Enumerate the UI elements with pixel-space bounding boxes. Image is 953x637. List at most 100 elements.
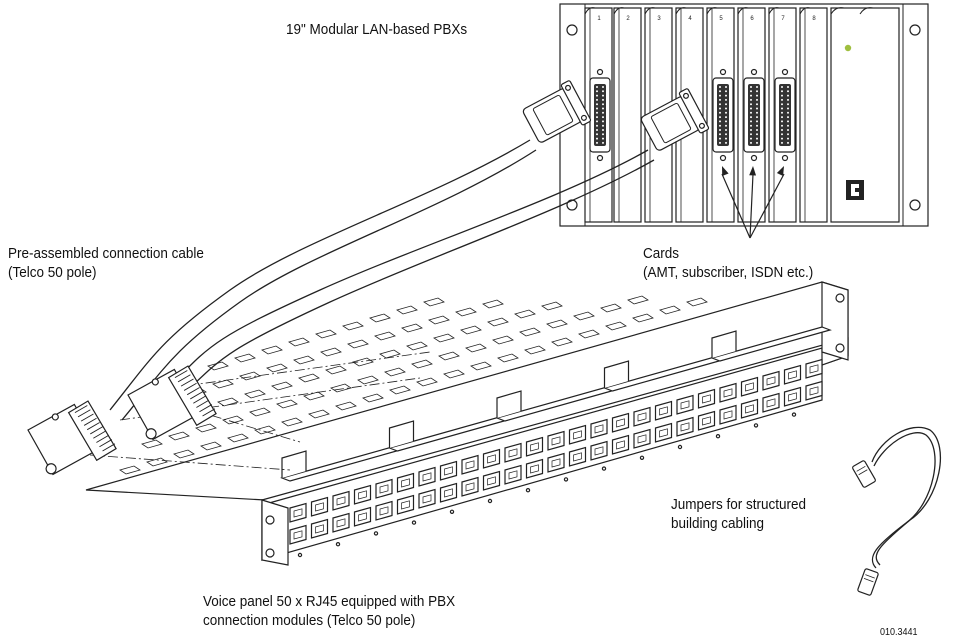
panel-screw [678,445,681,448]
tray-hole [235,354,255,362]
connector-pin [756,108,758,110]
connector-pin [725,90,727,92]
connector-pin [750,125,752,127]
connector-pin [756,125,758,127]
connector-pin [725,142,727,144]
cards-label: Cards (AMT, subscriber, ISDN etc.) [643,244,813,282]
tray-hole [412,360,432,368]
connector-pin [781,116,783,118]
tray-hole [424,298,444,306]
jumper-plug-bottom [857,568,878,595]
tray-hole [542,302,562,310]
connector-pin [756,133,758,135]
cable-label: Pre-assembled connection cable (Telco 50… [8,244,204,282]
cards-label-line2: (AMT, subscriber, ISDN etc.) [643,263,813,282]
tray-hole [520,328,540,336]
connector-pin [787,90,789,92]
connector-pin [756,116,758,118]
connector-pin [781,95,783,97]
card-slot [800,8,827,222]
tray-hole [444,370,464,378]
pbx-chassis [560,4,928,226]
connector-pin [596,108,598,110]
panel-screw [754,424,757,427]
connector-body [779,84,791,146]
connector-screw [721,156,726,161]
connector-pin [781,90,783,92]
connector-pin [750,142,752,144]
figure-id-text: 010.3441 [880,627,918,637]
connector-pin [602,120,604,122]
connector-pin [781,99,783,101]
tray-hole [606,322,626,330]
connector-pin [596,99,598,101]
connector-pin [787,125,789,127]
connector-pin [602,90,604,92]
cable-label-line2: (Telco 50 pole) [8,263,204,282]
tray-hole [309,410,329,418]
connector-pin [725,112,727,114]
connector-pin [750,86,752,88]
panel-screw [450,510,453,513]
connector-pin [725,116,727,118]
connector-pin [750,129,752,131]
ear-hole [266,549,274,557]
connector-pin [719,108,721,110]
tray-hole [488,318,508,326]
connector-pin [756,99,758,101]
connector-pin [719,129,721,131]
tray-hole [370,314,390,322]
connector-pin [602,116,604,118]
connector-pin [602,112,604,114]
connector-pin [719,112,721,114]
tray-hole [363,394,383,402]
panel-screw [640,456,643,459]
connector-pin [725,103,727,105]
connector-pin [756,138,758,140]
tray-hole [660,306,680,314]
connector-pin [602,103,604,105]
connector-body [717,84,729,146]
card-connector [713,70,733,161]
connector-pin [725,129,727,131]
connector-body [748,84,760,146]
connector-pin [725,99,727,101]
connector-pin [602,125,604,127]
connector-pin [719,86,721,88]
connector-pin [756,103,758,105]
tray-hole [471,362,491,370]
panel-screw [336,543,339,546]
panel-screw [298,553,301,556]
connector-screw [721,70,726,75]
connector-pin [781,125,783,127]
connector-pin [781,112,783,114]
panel-screw [564,478,567,481]
tray-hole [277,400,297,408]
connector-pin [750,90,752,92]
connector-pin [602,95,604,97]
tray-hole [228,434,248,442]
connector-pin [756,112,758,114]
connector-pin [787,86,789,88]
panel-screw [602,467,605,470]
tray-hole [434,334,454,342]
connector-pin [596,133,598,135]
connector-pin [787,103,789,105]
connector-pin [602,86,604,88]
connector-pin [602,108,604,110]
panel-screw [412,521,415,524]
connector-pin [725,138,727,140]
connector-screw [752,70,757,75]
panel-screw [792,413,795,416]
power-module [831,8,899,222]
connector-pin [787,108,789,110]
jumper-plug-top [852,460,876,488]
connector-pin [719,116,721,118]
panel-screw [374,532,377,535]
card-connector [744,70,764,161]
tray-hole [120,466,140,474]
connector-screw [598,70,603,75]
tray-hole [483,300,503,308]
mount-hole [910,200,920,210]
